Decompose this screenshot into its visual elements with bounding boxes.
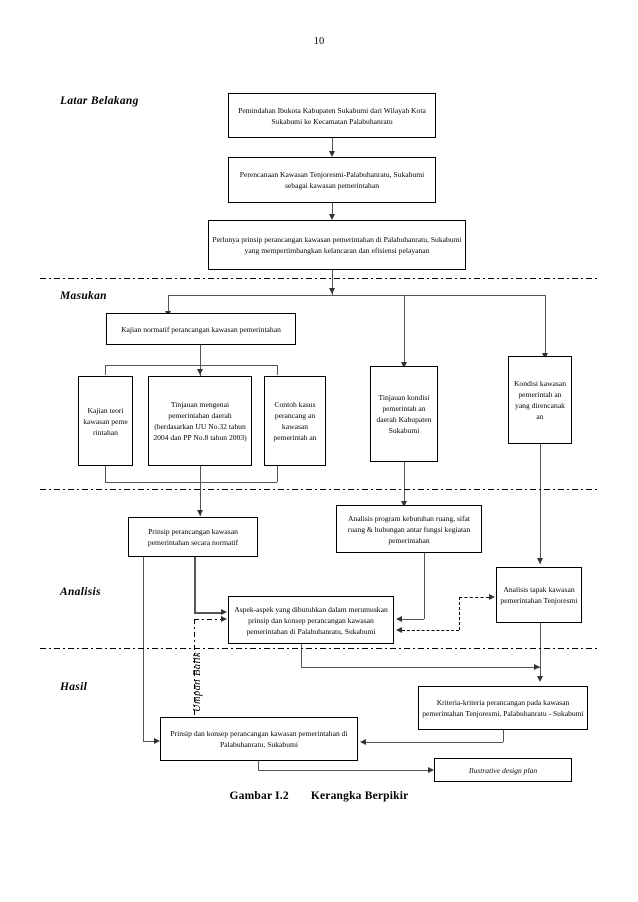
conn-dashed-to-tapak (459, 597, 489, 598)
node-tinjauan-kondisi: Tinjauan kondisi pemerintah an daerah Ka… (370, 366, 438, 462)
bus-masukan-merge (105, 482, 277, 483)
divider-latar-masukan (40, 278, 598, 279)
conn-prinsip-aspek-h (194, 612, 221, 614)
conn-prinsipnorm-prinsipkonsep-v (143, 557, 144, 741)
caption-title: Kerangka Berpikir (310, 790, 409, 802)
arrowhead-aspek-dashed (396, 626, 402, 633)
node-contoh-kasus: Contoh kasus perancang an kawasan pemeri… (264, 376, 326, 466)
arrowhead-kriteria (536, 676, 543, 682)
conn-kriteria-prinsipkonsep-v (503, 730, 504, 742)
stage-label-hasil: Hasil (60, 681, 88, 693)
arrowhead-prinsip-perancangan (196, 510, 203, 516)
conn-kondisi-analisis-tapak (540, 444, 541, 564)
arrowhead-tinjauan-mengenai (196, 369, 203, 375)
divider-analisis-hasil (40, 648, 598, 649)
conn-dashed-riser (459, 597, 460, 630)
arrowhead-tinjauan-kondisi (400, 362, 407, 368)
node-kriteria-kriteria: Kriteria-kriteria perancangan pada kawas… (418, 686, 588, 730)
page-number: 10 (313, 36, 325, 47)
conn-umpan-balik-h (194, 619, 221, 620)
conn-prinsipkonsep-illustrative-h (258, 770, 428, 771)
node-kajian-normatif: Kajian normatif perancangan kawasan peme… (106, 313, 296, 345)
arrowhead-analisis-program (400, 501, 407, 507)
node-prinsip-konsep: Prinsip dan konsep perancangan kawasan p… (160, 717, 358, 761)
stage-label-analisis: Analisis (60, 586, 101, 598)
arrowhead-perlunya (328, 214, 335, 220)
conn-bus-kajian-normatif (168, 295, 169, 311)
stage-label-masukan: Masukan (60, 290, 107, 302)
conn-perlunya-masukan (332, 270, 333, 295)
conn-umpan-balik-v (194, 619, 195, 729)
conn-dashed-to-aspek (402, 630, 459, 631)
conn-subbus-contoh-kasus (277, 365, 278, 375)
node-perencanaan-kawasan: Perencanaan Kawasan Tenjoresmi-Palabuhan… (228, 157, 436, 203)
conn-bus-kondisi-kawasan (545, 295, 546, 353)
bus-masukan-sub (105, 365, 277, 366)
bus-masukan-top (168, 295, 545, 296)
conn-bus-tinjauan-kondisi (404, 295, 405, 362)
conn-pemindahan-perencanaan (332, 138, 333, 151)
node-analisis-tapak: Analisis tapak kawasan pemerintahan Tenj… (496, 567, 582, 623)
conn-tinjauan-analisis-program (404, 462, 405, 507)
conn-program-aspek-h (402, 619, 424, 620)
conn-subbus-kajian-teori (105, 365, 106, 375)
conn-prinsipkonsep-illustrative-v (258, 761, 259, 770)
figure-caption: Gambar I.2 Kerangka Berpikir (0, 790, 638, 802)
conn-kriteria-prinsipkonsep-h (366, 742, 503, 743)
caption-label: Gambar I.2 (229, 790, 289, 802)
arrowhead-analisis-tapak (536, 558, 543, 564)
arrowhead-prinsip-konsep-left (154, 737, 160, 744)
conn-prinsip-aspek-v (194, 557, 196, 613)
arrowhead-masukan-bus (328, 288, 335, 294)
conn-tapak-kriteria (540, 623, 541, 680)
arrowhead-illustrative (428, 766, 434, 773)
node-tinjauan-mengenai: Tinjauan mengenai pemerintahan daerah (b… (148, 376, 252, 466)
arrowhead-prinsip-konsep (360, 738, 366, 745)
node-aspek-aspek: Aspek-aspek yang dibutuhkan dalam merumu… (228, 596, 394, 644)
conn-prinsipnorm-prinsipkonsep-h (143, 741, 154, 742)
node-perlunya-prinsip: Perlunya prinsip perancangan kawasan pem… (208, 220, 466, 270)
conn-aspek-kriteria-v (301, 644, 302, 667)
arrowhead-aspek-from-program (396, 615, 402, 622)
divider-masukan-analisis (40, 489, 598, 490)
stage-label-latar-belakang: Latar Belakang (60, 95, 139, 107)
arrowhead-aspek-umpan-balik (221, 615, 227, 622)
conn-aspek-kriteria-h (301, 667, 540, 668)
conn-contoh-kasus-merge (277, 466, 278, 482)
node-pemindahan-ibukota: Pemindahan Ibukota Kabupaten Sukabumi da… (228, 93, 436, 138)
conn-merge-prinsip-perancangan (200, 466, 201, 516)
node-illustrative-design-plan: Ilustrative design plan (434, 758, 572, 782)
arrowhead-aspek-from-prinsip (221, 608, 227, 615)
node-analisis-program: Analisis program kebutuhan ruang, sifat … (336, 505, 482, 553)
node-kajian-teori: Kajian teori kawasan peme rintahan (78, 376, 133, 466)
arrowhead-tapak-dashed (489, 593, 495, 600)
conn-kajian-normatif-subbus (200, 345, 201, 365)
conn-perencanaan-perlunya (332, 203, 333, 214)
arrowhead-kriteria-join (534, 663, 540, 670)
conn-kajian-teori-merge (105, 466, 106, 482)
node-prinsip-perancangan: Prinsip perancangan kawasan pemerintahan… (128, 517, 258, 557)
conn-program-aspek-v (424, 553, 425, 619)
node-kondisi-kawasan: Kondisi kawasan pemerintah an yang diren… (508, 356, 572, 444)
arrowhead-perencanaan (328, 151, 335, 157)
